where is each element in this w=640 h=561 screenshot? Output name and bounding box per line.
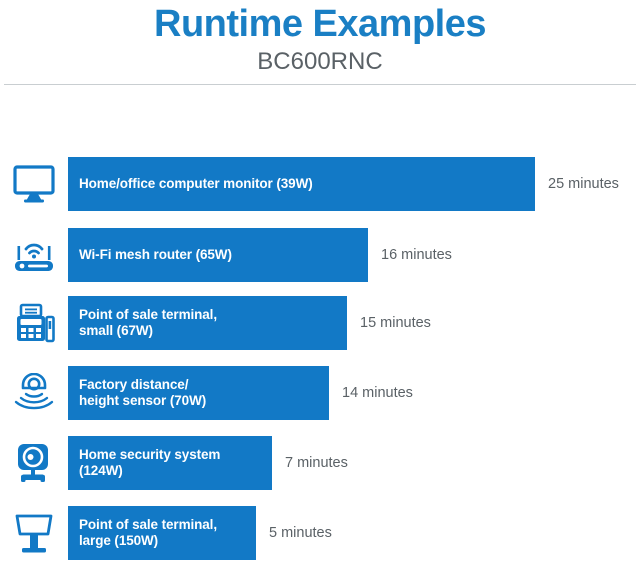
bar-runtime: Home/office computer monitor (39W) xyxy=(68,157,535,211)
monitor-icon xyxy=(0,157,68,211)
runtime-bar-chart: Home/office computer monitor (39W) 25 mi… xyxy=(0,85,640,561)
chart-row: Home security system (124W) 7 minutes xyxy=(0,436,640,490)
bar-label: Home/office computer monitor (39W) xyxy=(79,176,313,191)
bar-value-label: 25 minutes xyxy=(548,176,619,192)
bar-runtime: Point of sale terminal, small (67W) xyxy=(68,296,347,350)
chart-row: Point of sale terminal, small (67W) 15 m… xyxy=(0,296,640,350)
bar-label: Wi-Fi mesh router (65W) xyxy=(79,247,232,262)
bar-runtime: Home security system (124W) xyxy=(68,436,272,490)
pos-terminal-large-icon xyxy=(0,506,68,560)
bar-value-label: 16 minutes xyxy=(381,247,452,263)
wifi-router-icon xyxy=(0,228,68,282)
bar-value-label: 5 minutes xyxy=(269,525,332,541)
distance-sensor-icon xyxy=(0,366,68,420)
bar-value-label: 7 minutes xyxy=(285,455,348,471)
bar-label: Home security system (124W) xyxy=(79,447,221,478)
pos-terminal-small-icon xyxy=(0,296,68,350)
header-divider xyxy=(4,84,636,85)
bar-runtime: Factory distance/ height sensor (70W) xyxy=(68,366,329,420)
bar-label: Point of sale terminal, large (150W) xyxy=(79,517,217,548)
bar-value-label: 14 minutes xyxy=(342,385,413,401)
bar-runtime: Wi-Fi mesh router (65W) xyxy=(68,228,368,282)
bar-value-label: 15 minutes xyxy=(360,315,431,331)
chart-row: Factory distance/ height sensor (70W) 14… xyxy=(0,366,640,420)
chart-row: Point of sale terminal, large (150W) 5 m… xyxy=(0,506,640,560)
bar-label: Point of sale terminal, small (67W) xyxy=(79,307,217,338)
bar-label: Factory distance/ height sensor (70W) xyxy=(79,377,207,408)
page-title: Runtime Examples xyxy=(154,3,487,45)
page-subtitle: BC600RNC xyxy=(257,48,383,75)
security-camera-icon xyxy=(0,436,68,490)
bar-runtime: Point of sale terminal, large (150W) xyxy=(68,506,256,560)
page-header: Runtime Examples BC600RNC xyxy=(0,0,640,85)
chart-row: Wi-Fi mesh router (65W) 16 minutes xyxy=(0,228,640,282)
chart-row: Home/office computer monitor (39W) 25 mi… xyxy=(0,157,640,211)
